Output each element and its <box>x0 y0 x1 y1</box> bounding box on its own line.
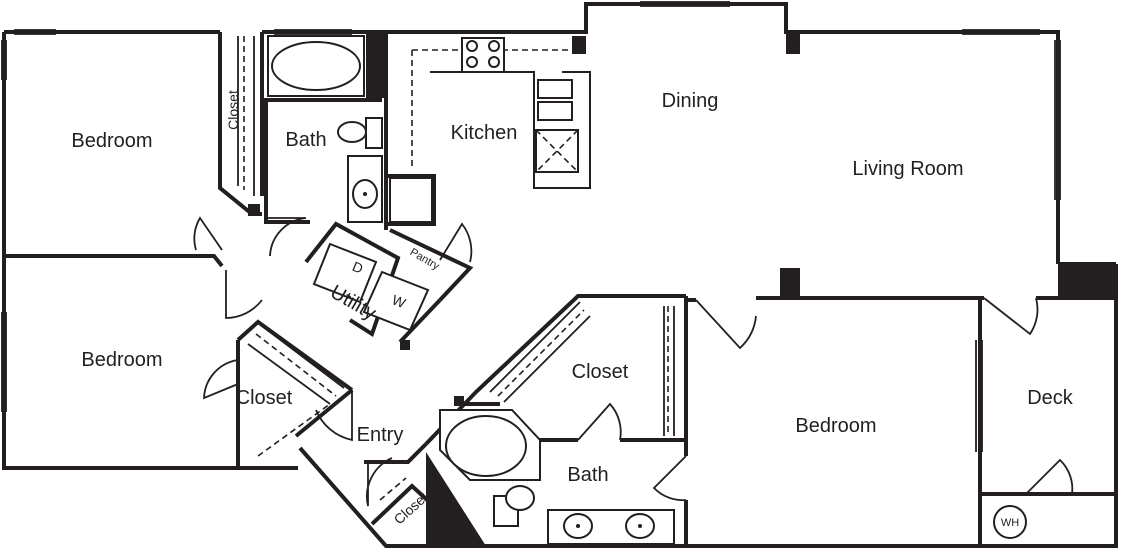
dryer-icon <box>312 242 378 304</box>
room-label-bedroom-2: Bedroom <box>81 349 162 371</box>
room-labels: Bedroom Closet Bath Kitchen Dining Livin… <box>71 90 1073 528</box>
doors <box>193 216 1074 507</box>
closet-shelves <box>237 36 675 501</box>
toilet-icon <box>365 117 383 149</box>
refrigerator-icon <box>389 177 433 223</box>
room-label-entry: Entry <box>357 424 404 446</box>
room-label-closet-3: Closet <box>391 489 431 528</box>
structural-columns <box>248 32 1118 546</box>
kitchen-fixtures <box>389 37 591 223</box>
water-heater-label: WH <box>1001 517 1019 529</box>
room-label-bedroom-3: Bedroom <box>795 415 876 437</box>
room-label-closet-4: Closet <box>572 361 629 383</box>
room-label-bedroom-1: Bedroom <box>71 130 152 152</box>
dishwasher-icon <box>535 129 579 173</box>
interior-walls <box>4 32 1116 546</box>
utility-fixtures <box>312 242 430 332</box>
windows <box>1 1 1061 452</box>
room-label-deck: Deck <box>1027 387 1074 409</box>
bathtub-icon <box>445 415 527 477</box>
bath-1-fixtures <box>267 35 383 223</box>
water-heater-icon <box>993 505 1027 539</box>
room-label-kitchen: Kitchen <box>451 122 518 144</box>
room-label-bath-1: Bath <box>285 129 326 151</box>
bath-2-fixtures <box>363 192 675 545</box>
room-label-living-room: Living Room <box>852 158 963 180</box>
room-label-closet-1: Closet <box>225 90 241 130</box>
washer-icon <box>362 270 430 332</box>
sink-icon <box>537 79 573 99</box>
room-label-closet-2: Closet <box>236 387 293 409</box>
room-label-bath-2: Bath <box>567 464 608 486</box>
room-label-dining: Dining <box>662 90 719 112</box>
